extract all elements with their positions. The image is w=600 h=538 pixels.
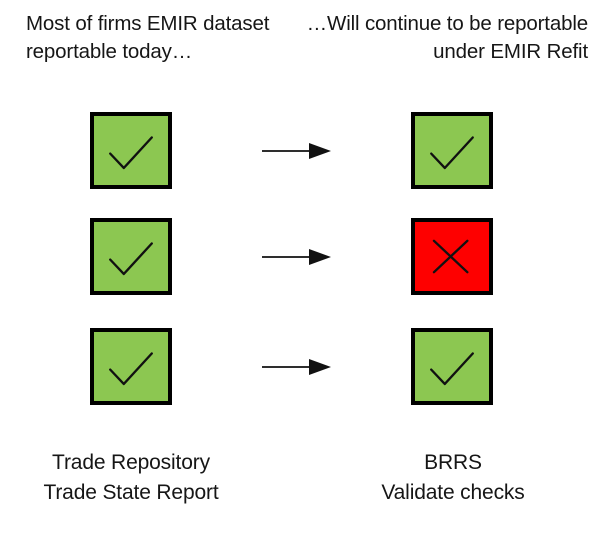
right-status-box-row-2 bbox=[411, 218, 493, 295]
left-status-box-row-1 bbox=[90, 112, 172, 189]
cross-icon bbox=[415, 222, 489, 291]
right-column-caption: …Will continue to be reportable under EM… bbox=[306, 12, 589, 63]
right-status-box-row-3 bbox=[411, 328, 493, 405]
check-icon bbox=[94, 222, 168, 291]
arrow-right-icon-row-1 bbox=[261, 141, 333, 161]
check-icon bbox=[415, 116, 489, 185]
left-status-box-row-2 bbox=[90, 218, 172, 295]
check-icon bbox=[415, 332, 489, 401]
left-column-label: Trade Repository Trade State Report bbox=[43, 451, 219, 504]
right-column-label: BRRS Validate checks bbox=[381, 451, 525, 504]
right-status-box-row-1 bbox=[411, 112, 493, 189]
arrow-right-icon-row-3 bbox=[261, 357, 333, 377]
check-icon bbox=[94, 116, 168, 185]
arrow-right-icon-row-2 bbox=[261, 247, 333, 267]
left-status-box-row-3 bbox=[90, 328, 172, 405]
check-icon bbox=[94, 332, 168, 401]
left-column-caption: Most of firms EMIR dataset reportable to… bbox=[26, 12, 270, 63]
